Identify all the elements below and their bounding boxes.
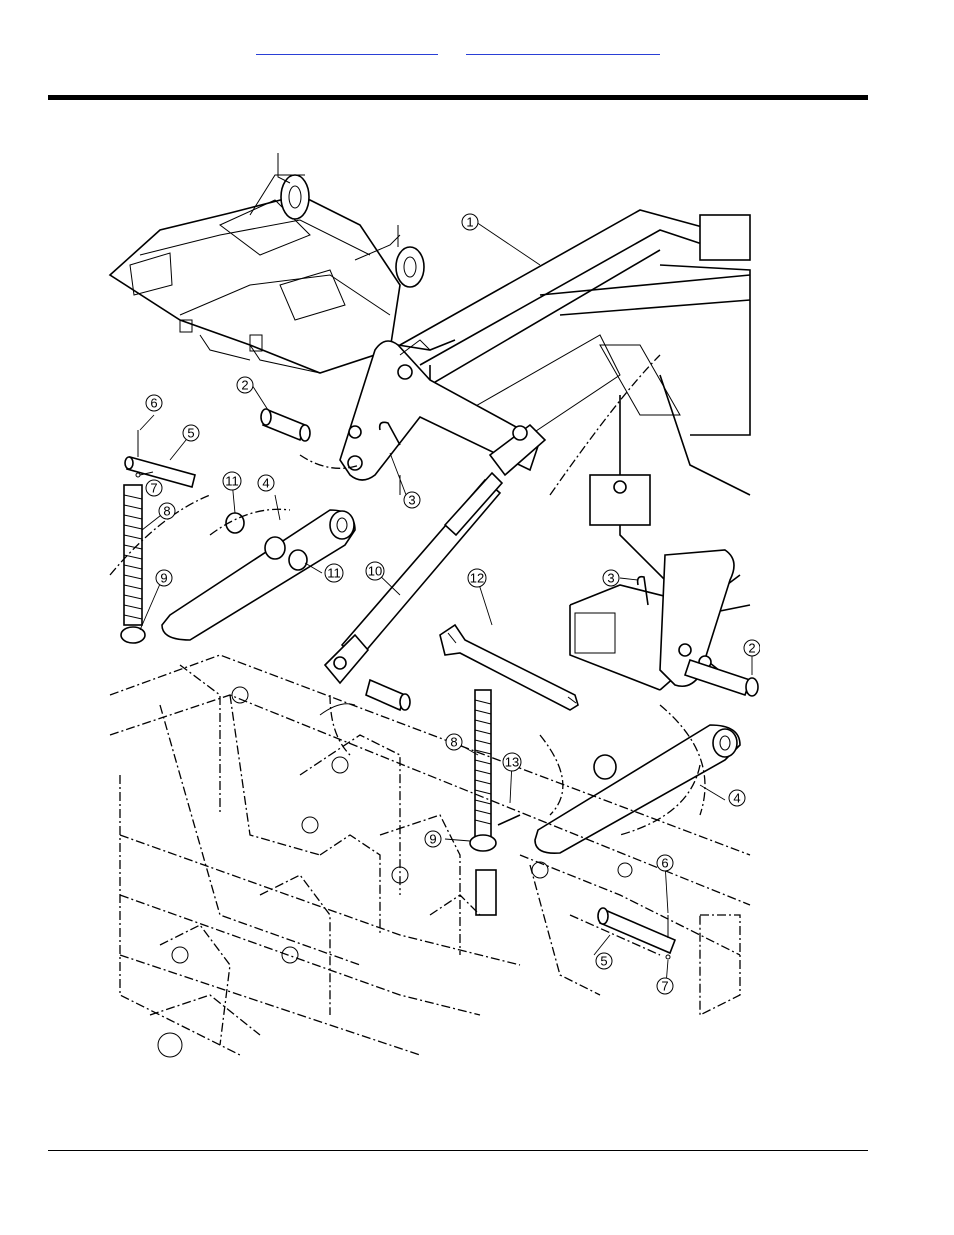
callout-5-upper: 5 <box>183 425 199 441</box>
mower-inset-illustration <box>110 153 424 373</box>
callout-12: 12 <box>468 569 486 587</box>
callout-8-center: 8 <box>446 734 462 750</box>
callout-2-right: 2 <box>744 640 760 656</box>
footer-rule <box>48 1150 868 1151</box>
nav-link-next[interactable] <box>466 34 660 55</box>
threaded-rod-8-left <box>121 485 145 643</box>
callout-6-lower: 6 <box>657 855 673 871</box>
callout-9-center: 9 <box>425 831 441 847</box>
callout-3-upper: 3 <box>404 492 420 508</box>
wrench-12 <box>440 625 578 710</box>
svg-text:13: 13 <box>505 755 519 770</box>
svg-text:5: 5 <box>187 426 194 441</box>
svg-text:2: 2 <box>748 641 755 656</box>
svg-text:7: 7 <box>150 481 157 496</box>
pin-5-lower <box>598 908 675 959</box>
callout-8-left: 8 <box>159 503 175 519</box>
callout-5-lower: 5 <box>596 953 612 969</box>
callout-4-left: 4 <box>258 475 274 491</box>
callout-7-upper: 7 <box>146 480 162 496</box>
header-rule <box>48 95 868 100</box>
svg-text:4: 4 <box>733 791 740 806</box>
callout-11-lower: 11 <box>325 564 343 582</box>
svg-text:2: 2 <box>241 378 248 393</box>
svg-text:5: 5 <box>600 954 607 969</box>
svg-text:9: 9 <box>429 832 436 847</box>
nav-link-previous[interactable] <box>256 34 438 55</box>
hitch-frame-phantom <box>110 355 750 1057</box>
pin-2-upper <box>261 409 310 441</box>
svg-text:8: 8 <box>163 504 170 519</box>
svg-text:8: 8 <box>450 735 457 750</box>
callout-10: 10 <box>366 562 384 580</box>
svg-text:11: 11 <box>327 566 341 581</box>
svg-text:10: 10 <box>368 564 382 579</box>
callout-6-upper: 6 <box>146 395 162 411</box>
svg-text:9: 9 <box>160 571 167 586</box>
callout-2-upper: 2 <box>237 377 253 393</box>
callout-7-lower: 7 <box>657 978 673 994</box>
callout-1: 1 <box>462 214 478 230</box>
svg-text:12: 12 <box>470 571 484 586</box>
callout-4-right: 4 <box>729 790 745 806</box>
svg-text:4: 4 <box>262 476 269 491</box>
svg-text:3: 3 <box>607 571 614 586</box>
callout-13: 13 <box>503 753 521 771</box>
svg-text:11: 11 <box>225 474 239 489</box>
svg-text:6: 6 <box>661 856 668 871</box>
svg-text:3: 3 <box>408 493 415 508</box>
parts-diagram: 1 2 2 3 3 4 4 5 5 6 6 7 7 8 8 9 9 10 11 … <box>100 135 760 1075</box>
svg-text:1: 1 <box>466 215 473 230</box>
pin-5-upper <box>125 430 195 487</box>
callout-11-upper: 11 <box>223 472 241 490</box>
svg-text:7: 7 <box>661 979 668 994</box>
rocker-arm-4-right <box>535 725 740 853</box>
callout-3-right: 3 <box>603 570 619 586</box>
right-pivot-bracket <box>660 550 758 696</box>
svg-text:6: 6 <box>150 396 157 411</box>
callout-9-left: 9 <box>156 570 172 586</box>
